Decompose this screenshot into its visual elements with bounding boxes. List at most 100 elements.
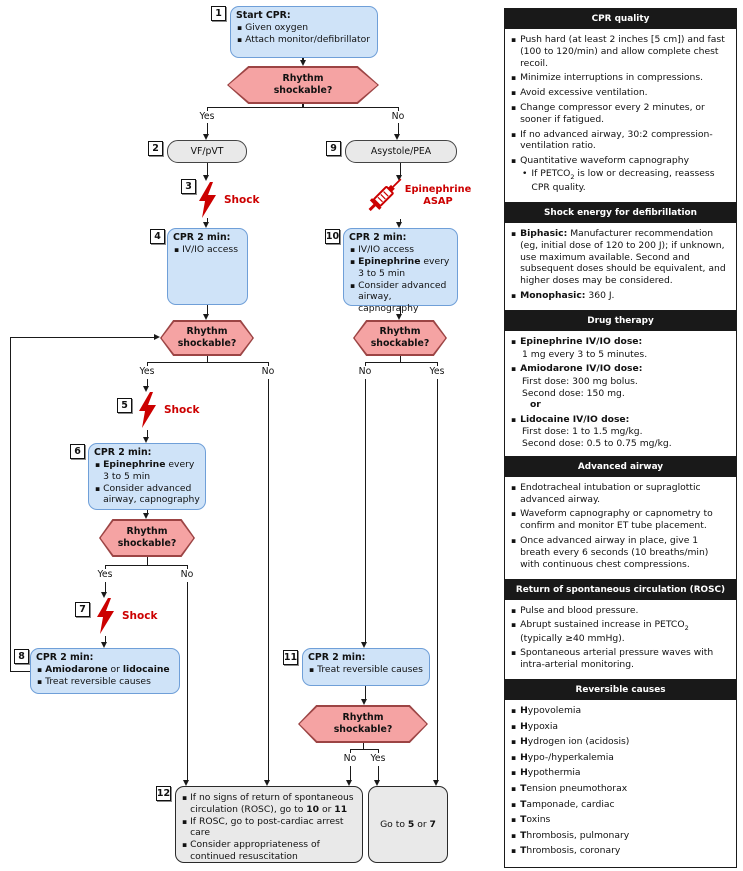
section-header: CPR quality	[505, 9, 736, 29]
flow-line	[206, 163, 208, 175]
step-number-12: 12	[156, 786, 171, 801]
flow-line	[10, 670, 30, 672]
arrowhead	[143, 513, 149, 519]
section-header: Drug therapy	[505, 311, 736, 332]
flow-line	[349, 748, 379, 750]
flow-line	[436, 379, 438, 780]
shock-label: Shock	[224, 194, 260, 206]
flow-line	[146, 430, 148, 437]
branch-label-no: No	[259, 366, 277, 378]
arrowhead	[264, 780, 271, 786]
step-number-8: 8	[14, 649, 29, 664]
box-vf-pvt: VF/pVT	[167, 140, 247, 163]
arrowhead	[299, 60, 306, 66]
section-header: Advanced airway	[505, 456, 736, 477]
flow-line	[349, 749, 351, 753]
lightning-bolt-icon	[196, 182, 218, 222]
arrowhead	[101, 642, 108, 648]
arrowhead	[101, 592, 108, 598]
section-header: Shock energy for defibrillation	[505, 202, 736, 223]
flow-line	[146, 379, 148, 386]
branch-label-yes: Yes	[137, 366, 157, 378]
section-header: Return of spontaneous circulation (ROSC)	[505, 579, 736, 600]
flow-line	[364, 361, 438, 363]
flow-line	[186, 565, 188, 569]
step-number-11: 11	[283, 650, 298, 665]
arrowhead	[394, 134, 401, 140]
branch-label-yes: Yes	[427, 366, 447, 378]
branch-label-yes: Yes	[95, 569, 115, 581]
flow-line	[377, 766, 379, 780]
flow-line	[206, 108, 208, 111]
arrowhead	[433, 780, 440, 786]
branch-label-yes: Yes	[197, 111, 217, 123]
arrowhead	[203, 134, 210, 140]
arrowhead	[154, 334, 160, 341]
flow-line	[206, 107, 399, 109]
box-cpr-2min-11: CPR 2 min: Treat reversible causes	[302, 648, 430, 686]
arrowhead	[143, 437, 149, 443]
section-reversible-causes: Reversible causes Hypovolemia Hypoxia Hy…	[504, 679, 737, 868]
box-title: Start CPR:	[236, 10, 291, 21]
flow-line	[302, 104, 304, 108]
step-number-1: 1	[211, 6, 226, 21]
flow-line	[104, 636, 106, 642]
flow-line	[146, 557, 148, 565]
branch-label-no: No	[178, 569, 196, 581]
lightning-bolt-icon	[94, 598, 116, 638]
arrowhead	[143, 386, 149, 392]
flow-line	[436, 362, 438, 366]
epinephrine-asap-label: Epinephrine ASAP	[404, 184, 472, 208]
step-number-9: 9	[326, 141, 341, 156]
flow-line	[206, 218, 208, 222]
step-number-10: 10	[325, 229, 340, 244]
arrowhead	[203, 175, 210, 181]
arrowhead	[203, 222, 210, 228]
flow-line	[399, 219, 401, 222]
arrowhead	[361, 642, 368, 648]
box-cpr-2min-10: CPR 2 min: IV/IO access Epinephrine ever…	[343, 228, 458, 314]
box-start-cpr: Start CPR: Given oxygen Attach monitor/d…	[230, 6, 378, 58]
step-number-2: 2	[148, 141, 163, 156]
decision-text: Rhythm	[282, 73, 324, 85]
arrowhead	[203, 314, 210, 320]
arrowhead	[346, 780, 353, 786]
box-bullet: Attach monitor/defibrillator	[245, 34, 371, 46]
step-number-7: 7	[75, 602, 90, 617]
flow-line	[399, 356, 401, 362]
flow-line	[105, 564, 187, 566]
step-number-5: 5	[117, 398, 132, 413]
arrowhead	[374, 780, 381, 786]
arrowhead	[396, 314, 403, 320]
box-asystole-pea: Asystole/PEA	[345, 140, 457, 163]
flow-line	[206, 305, 208, 314]
flow-line	[146, 510, 148, 513]
step-number-4: 4	[150, 229, 165, 244]
flow-line	[206, 356, 208, 362]
branch-label-no: No	[356, 366, 374, 378]
flow-line	[397, 108, 399, 111]
reference-sidebar: CPR quality Push hard (at least 2 inches…	[504, 8, 737, 868]
flow-line	[104, 565, 106, 569]
box-cpr-2min-4: CPR 2 min: IV/IO access	[167, 228, 248, 305]
section-drug-therapy: Drug therapy Epinephrine IV/IO dose: 1 m…	[504, 310, 737, 458]
shock-label: Shock	[164, 404, 200, 416]
flow-line	[364, 686, 366, 699]
step-number-6: 6	[70, 444, 85, 459]
branch-label-yes: Yes	[368, 753, 388, 765]
arrowhead	[183, 780, 190, 786]
flow-line	[104, 582, 106, 592]
flow-line	[186, 582, 188, 780]
branch-label-no: No	[389, 111, 407, 123]
flow-line	[397, 123, 399, 134]
flow-line	[10, 337, 154, 339]
arrowhead	[396, 222, 403, 228]
flow-line	[302, 57, 304, 62]
flow-line	[364, 362, 366, 366]
